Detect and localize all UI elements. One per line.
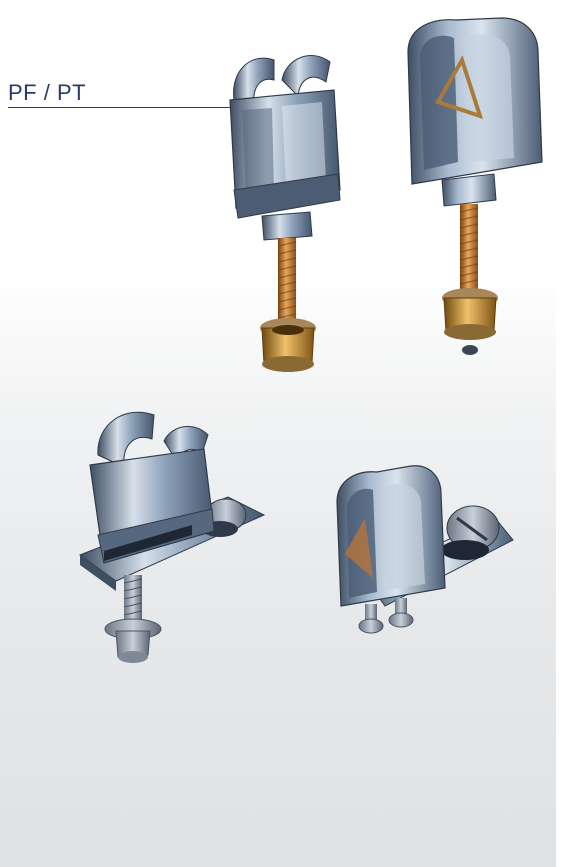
pt-clamp-stud-image bbox=[398, 12, 548, 362]
pt-clamp-base-icon bbox=[336, 465, 514, 634]
label-leader-line bbox=[8, 107, 230, 108]
pf-clamp-base-image bbox=[68, 405, 278, 675]
pf-clamp-stud-image bbox=[212, 40, 362, 390]
product-label: PF / PT bbox=[8, 80, 87, 105]
edge-strip bbox=[556, 0, 563, 867]
pf-clamp-base-icon bbox=[78, 411, 266, 663]
pt-clamp-base-image bbox=[325, 458, 525, 648]
pt-clamp-stud-icon bbox=[407, 17, 543, 355]
pf-clamp-stud-icon bbox=[229, 55, 341, 372]
